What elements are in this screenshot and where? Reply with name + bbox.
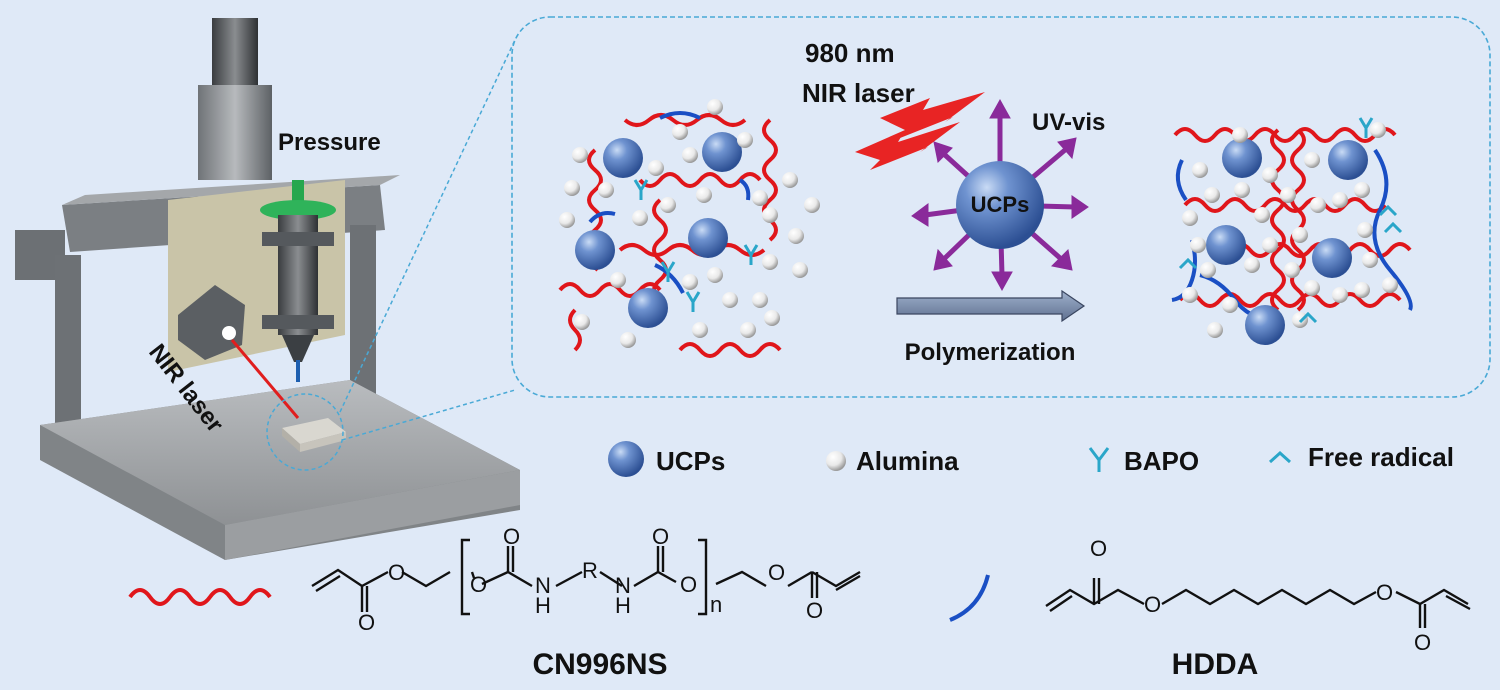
legend-ucp-icon bbox=[608, 441, 644, 477]
legend-bapo-label: BAPO bbox=[1124, 446, 1199, 476]
hdda-structure: O O O O HDDA bbox=[949, 536, 1471, 681]
repeat-subscript: n bbox=[710, 592, 722, 617]
print-bed bbox=[40, 380, 520, 525]
atom-o: O bbox=[680, 572, 697, 597]
legend-radical-label: Free radical bbox=[1308, 442, 1454, 472]
atom-o: O bbox=[503, 524, 520, 549]
atom-o: O bbox=[470, 572, 487, 597]
atom-o: O bbox=[652, 524, 669, 549]
atom-n: N bbox=[535, 573, 551, 598]
cn996ns-structure: O O O O N H R N H O O n O O CN996NS bbox=[128, 524, 861, 681]
atom-o: O bbox=[358, 610, 375, 635]
ucp-emitter-label: UCPs bbox=[971, 192, 1030, 217]
resin-before-cluster bbox=[558, 99, 820, 358]
cn996ns-name: CN996NS bbox=[532, 648, 667, 681]
syringe-cap bbox=[292, 180, 304, 202]
atom-r: R bbox=[582, 558, 598, 583]
laser-bolt-icon bbox=[855, 92, 985, 170]
atom-h: H bbox=[615, 593, 631, 618]
atom-o: O bbox=[1414, 630, 1431, 655]
uv-vis-label: UV-vis bbox=[1032, 109, 1105, 136]
atom-o: O bbox=[768, 560, 785, 585]
legend-radical-icon bbox=[1268, 450, 1292, 464]
z-axis-column bbox=[198, 85, 272, 180]
atom-n: N bbox=[615, 573, 631, 598]
pressure-label: Pressure bbox=[278, 129, 381, 156]
zoom-circle bbox=[266, 393, 344, 471]
polymerization-label: Polymerization bbox=[905, 339, 1076, 366]
laser-module bbox=[178, 285, 245, 360]
legend-bapo-icon bbox=[1088, 447, 1110, 472]
legend-ucp-label: UCPs bbox=[656, 446, 725, 476]
laser-beam bbox=[230, 339, 300, 419]
atom-o: O bbox=[1376, 580, 1393, 605]
printer-illustration: Pressure NIR laser bbox=[15, 18, 520, 560]
atom-o: O bbox=[388, 560, 405, 585]
atom-o: O bbox=[1090, 536, 1107, 561]
legend: UCPs Alumina BAPO Free radical bbox=[608, 441, 1454, 477]
network-after-cluster bbox=[1171, 117, 1413, 345]
wavelength-label: 980 nm bbox=[805, 38, 895, 68]
zoom-guide-line bbox=[341, 389, 516, 441]
polymerization-arrow bbox=[896, 289, 1086, 323]
printed-part bbox=[282, 418, 346, 444]
nozzle bbox=[296, 360, 300, 382]
hdda-chain-icon bbox=[949, 574, 990, 622]
ucp-emitter-sphere bbox=[956, 161, 1044, 249]
atom-o: O bbox=[1144, 592, 1161, 617]
hdda-name: HDDA bbox=[1172, 648, 1259, 681]
zoom-guide-line bbox=[339, 39, 516, 413]
panel-mechanism: UCPs 980 nm NIR laser UV-vis Polymerizat… bbox=[558, 38, 1413, 366]
atom-h: H bbox=[535, 593, 551, 618]
atom-o: O bbox=[806, 598, 823, 623]
mechanism-panel bbox=[511, 16, 1491, 398]
nir-laser-text: NIR laser bbox=[802, 78, 915, 108]
legend-alumina-icon bbox=[826, 451, 846, 471]
cn996ns-chain-icon bbox=[128, 588, 272, 606]
legend-alumina-label: Alumina bbox=[856, 446, 959, 476]
z-axis-motor bbox=[212, 18, 258, 88]
